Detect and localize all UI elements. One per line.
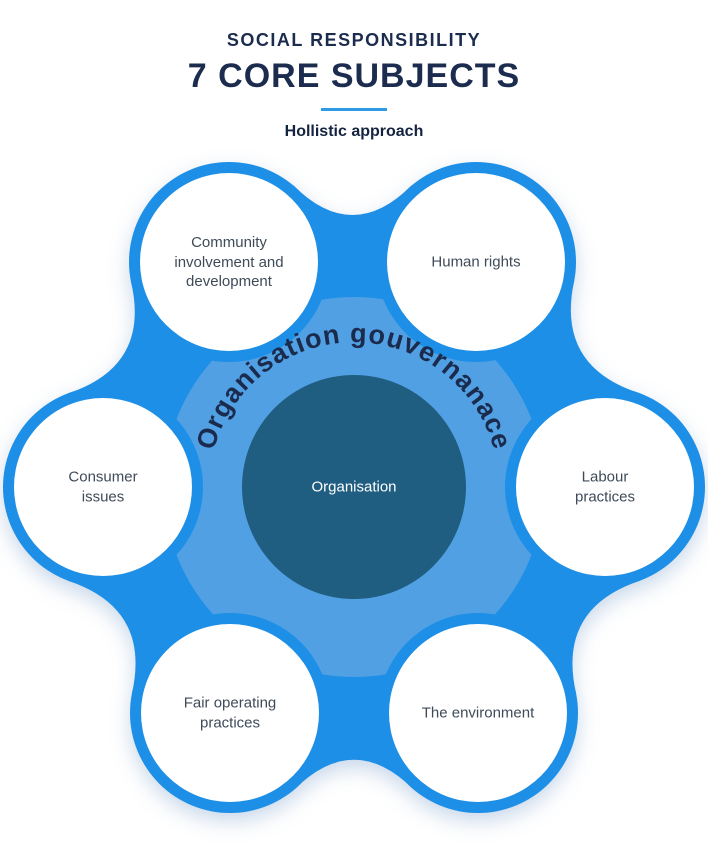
subject-label-community-involvement: Community involvement and development bbox=[174, 233, 284, 290]
core-circle bbox=[242, 375, 466, 599]
subject-circle-top-right bbox=[387, 173, 565, 351]
subtitle: SOCIAL RESPONSIBILITY bbox=[226, 30, 482, 50]
subject-circle-top-left bbox=[140, 173, 318, 351]
tagline: Hollistic approach bbox=[284, 123, 424, 140]
title-underline bbox=[321, 108, 387, 111]
subject-label-the-environment: The environment bbox=[421, 704, 535, 722]
subject-circle-bottom-left bbox=[141, 624, 319, 802]
page-title: 7 CORE SUBJECTS bbox=[187, 57, 521, 95]
subject-circle-right bbox=[516, 398, 694, 576]
subject-label-human-rights: Human rights bbox=[431, 253, 521, 271]
subject-label-fair-operating-practices: Fair operating practices bbox=[183, 694, 277, 732]
subject-circle-left bbox=[14, 398, 192, 576]
header: SOCIAL RESPONSIBILITY 7 CORE SUBJECTS Ho… bbox=[0, 0, 708, 141]
subject-circle-bottom-right bbox=[389, 624, 567, 802]
subject-label-consumer-issues: Consumer issues bbox=[68, 468, 138, 506]
subject-label-labour-practices: Labour practices bbox=[574, 468, 636, 506]
organisation-center-label: Organisation bbox=[311, 478, 397, 496]
